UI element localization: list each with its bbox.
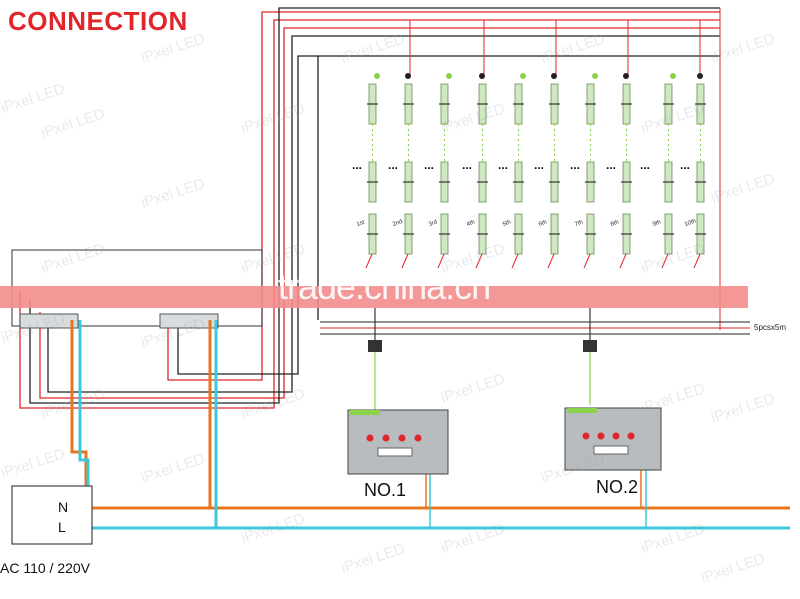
tube-drop-lines: [409, 8, 721, 330]
page-title: CONNECTION: [8, 6, 188, 36]
tube-lead: [619, 253, 627, 269]
controller-label-no2: NO.2: [596, 477, 639, 497]
tube-lead: [583, 253, 591, 269]
tube-lead: [547, 253, 555, 269]
tube-lead: [437, 253, 445, 269]
controller-no1: [347, 409, 449, 475]
output-bus-lines: [320, 308, 750, 340]
signal-wires: [374, 352, 591, 410]
banner-bar: [0, 286, 748, 308]
tube-connector: [479, 73, 485, 79]
ellipsis-marker: ...: [424, 158, 435, 172]
tube-connector: [520, 73, 526, 79]
tube-connector: [446, 73, 452, 79]
banner-watermark: trade.china.cn: [278, 266, 491, 307]
ellipsis-marker: ...: [606, 158, 617, 172]
ellipsis-marker: ...: [570, 158, 581, 172]
mains-wires: [70, 320, 790, 530]
tube-lead: [693, 253, 701, 269]
mains-input-box: [11, 485, 93, 545]
tube-lead: [401, 253, 409, 269]
tube-connector: [592, 73, 598, 79]
ellipsis-marker: ...: [534, 158, 545, 172]
ellipsis-marker: ...: [498, 158, 509, 172]
controller-no2: [564, 407, 662, 471]
live-label: L: [58, 519, 66, 535]
tube-lead: [475, 253, 483, 269]
black-frame-lines: [29, 7, 720, 404]
tube-lead: [365, 253, 373, 269]
ellipsis-marker: ...: [388, 158, 399, 172]
neutral-label: N: [58, 499, 69, 515]
ellipsis-marker: ...: [462, 158, 473, 172]
tube-connector: [551, 73, 557, 79]
strip-spec-label: 5pcsx5m: [754, 323, 787, 332]
tube-connector: [405, 73, 411, 79]
tube-connector: [670, 73, 676, 79]
led-tube-array: [365, 73, 706, 269]
red-power-lines: [19, 11, 720, 409]
tube-connector: [697, 73, 703, 79]
ellipsis-marker: ...: [352, 158, 363, 172]
controller-label-no1: NO.1: [364, 480, 407, 500]
tube-connector: [374, 73, 380, 79]
tube-lead: [511, 253, 519, 269]
connectors: [368, 340, 597, 352]
ellipsis-marker: ...: [680, 158, 691, 172]
ellipsis-marker: ...: [640, 158, 651, 172]
tube-connector: [623, 73, 629, 79]
tube-lead: [661, 253, 669, 269]
ac-voltage-label: AC 110 / 220V: [0, 560, 91, 576]
